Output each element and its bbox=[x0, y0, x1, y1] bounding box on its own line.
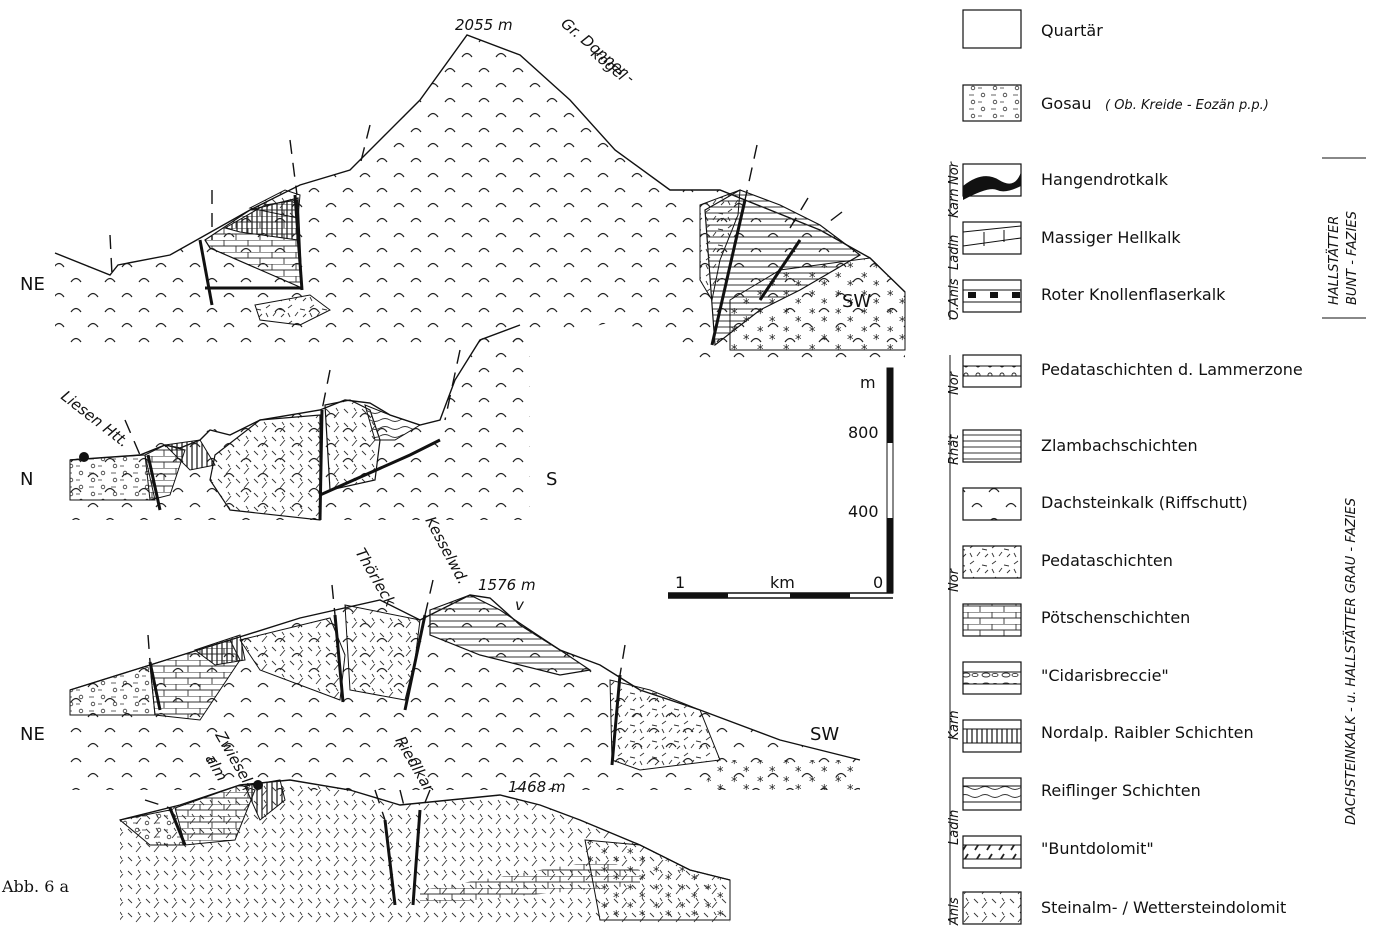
stage-upper-ladin: Ladin bbox=[947, 235, 962, 270]
kesselwand-label: Kesselwd. bbox=[421, 513, 472, 587]
group-2-label: DACHSTEINKALK - u. HALLSTÄTTER GRAU - FA… bbox=[1343, 498, 1359, 825]
profile-3-left-label: NE bbox=[20, 724, 45, 745]
stage-lower-rhaet: Rhät bbox=[947, 434, 962, 465]
legend-swatch-zlambach bbox=[963, 430, 1021, 462]
scale-km: km bbox=[770, 573, 795, 592]
scale-800: 800 bbox=[848, 423, 879, 442]
legend-label-1: Gosau bbox=[1041, 94, 1091, 113]
group-1-line-1: HALLSTÄTTER bbox=[1326, 216, 1342, 305]
hut-label: Liesen Htt. bbox=[58, 387, 133, 451]
stage-upper-karn: Karn bbox=[947, 188, 962, 218]
legend-label-5: Pedataschichten d. Lammerzone bbox=[1041, 360, 1303, 379]
profile-3-mark: v bbox=[515, 596, 525, 614]
profile-3-right-label: SW bbox=[810, 724, 839, 745]
stage-upper-oanis: O.Anis bbox=[947, 278, 962, 320]
profile-2: Liesen Htt. N S bbox=[20, 325, 557, 520]
stage-lower-karn: Karn bbox=[947, 710, 962, 740]
hut-marker-icon bbox=[79, 452, 89, 462]
profile-2-left-label: N bbox=[20, 469, 33, 490]
stage-lower-ladin: Ladin bbox=[947, 810, 962, 845]
legend-swatch-gosau bbox=[963, 85, 1021, 121]
legend-swatch-dachsteinkalk bbox=[963, 488, 1021, 520]
group-1-line-2: BUNT - FAZIES bbox=[1345, 211, 1360, 305]
legend-label-0: Quartär bbox=[1041, 21, 1103, 40]
peak-height-label: 2055 m bbox=[455, 16, 513, 34]
legend-label-14: Steinalm- / Wettersteindolomit bbox=[1041, 898, 1286, 917]
profile-1-left-label: NE bbox=[20, 274, 45, 295]
legend-note-1: ( Ob. Kreide - Eozän p.p.) bbox=[1105, 98, 1269, 113]
legend: Quartär Gosau ( Ob. Kreide - Eozän p.p.)… bbox=[947, 10, 1366, 926]
scale-400: 400 bbox=[848, 502, 879, 521]
stage-lower-nor-2: Nor bbox=[947, 567, 962, 592]
scale-unit-m: m bbox=[860, 373, 876, 392]
legend-label-7: Dachsteinkalk (Riffschutt) bbox=[1041, 493, 1248, 512]
scale-bar: m 800 400 1 km 0 bbox=[668, 368, 893, 598]
legend-swatch-quartaer bbox=[963, 10, 1021, 48]
legend-label-3: Massiger Hellkalk bbox=[1041, 228, 1181, 247]
height-1468-label: 1468 m bbox=[508, 778, 566, 796]
legend-swatch-poetschen bbox=[963, 604, 1021, 636]
legend-swatch-pedaschichten bbox=[963, 546, 1021, 578]
stage-lower-nor-1: Nor bbox=[947, 370, 962, 395]
legend-label-12: Reiflinger Schichten bbox=[1041, 781, 1201, 800]
profile-1-right-label: SW bbox=[842, 291, 871, 312]
profile-1: NE SW 2055 m Gr. Donner - kogel bbox=[20, 14, 905, 360]
legend-label-8: Pedataschichten bbox=[1041, 551, 1173, 570]
height-1576-label: 1576 m bbox=[478, 576, 536, 594]
profile-2-right-label: S bbox=[546, 469, 557, 490]
legend-label-13: "Buntdolomit" bbox=[1041, 839, 1154, 858]
legend-label-11: Nordalp. Raibler Schichten bbox=[1041, 723, 1254, 742]
legend-label-9: Pötschenschichten bbox=[1041, 608, 1190, 627]
legend-label-6: Zlambachschichten bbox=[1041, 436, 1198, 455]
legend-label-4: Roter Knollenflaserkalk bbox=[1041, 285, 1226, 304]
legend-label-2: Hangendrotkalk bbox=[1041, 170, 1169, 189]
legend-swatch-steinalm bbox=[963, 892, 1021, 924]
legend-label-10: "Cidarisbreccie" bbox=[1041, 666, 1169, 685]
profile-3: Thörleck Kesselwd. 1576 m v NE SW bbox=[20, 513, 860, 790]
figure-label: Abb. 6 a bbox=[1, 877, 69, 896]
scale-1: 1 bbox=[675, 573, 685, 592]
stage-lower-anis: Anis bbox=[947, 897, 962, 926]
scale-0: 0 bbox=[873, 573, 883, 592]
stage-upper-nor: Nor bbox=[947, 160, 962, 185]
